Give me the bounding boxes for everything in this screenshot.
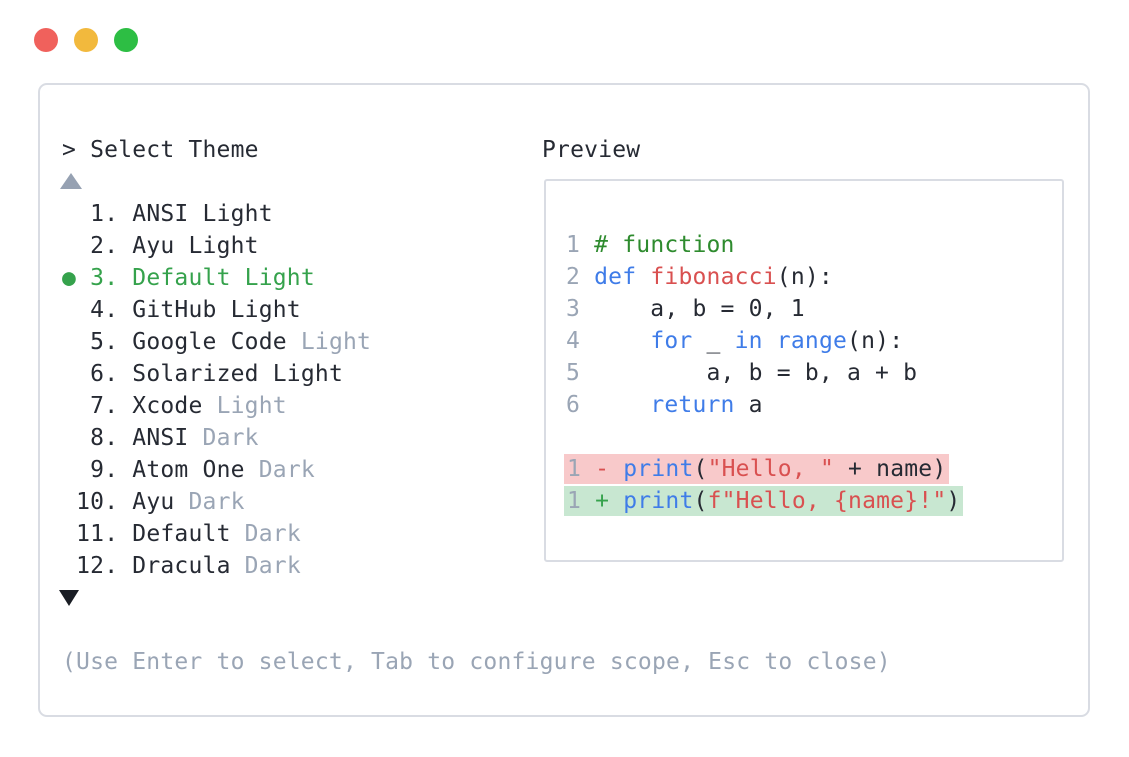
theme-item-7[interactable]: 7. Xcode Light <box>48 393 287 419</box>
theme-variant-label: Dark <box>174 489 245 515</box>
code-line: 6 return a <box>566 392 763 418</box>
theme-variant-label: Dark <box>230 553 301 579</box>
theme-list: 1. ANSI Light 2. Ayu Light ● 3. Default … <box>48 198 371 582</box>
theme-item-8[interactable]: 8. ANSI Dark <box>48 425 259 451</box>
scroll-down-icon[interactable] <box>59 590 79 606</box>
theme-item-2[interactable]: 2. Ayu Light <box>48 233 259 259</box>
maximize-button[interactable] <box>114 28 138 52</box>
theme-item-5[interactable]: 5. Google Code Light <box>48 329 372 355</box>
scroll-up-icon[interactable] <box>60 173 82 189</box>
code-line: 4 for _ in range(n): <box>566 328 904 354</box>
theme-item-9[interactable]: 9. Atom One Dark <box>48 457 315 483</box>
preview-label: Preview <box>542 137 641 163</box>
preview-code: 1 # function 2 def fibonacci(n): 3 a, b = … <box>564 229 964 517</box>
code-line: 5 a, b = b, a + b <box>566 360 918 386</box>
theme-item-10[interactable]: 10. Ayu Dark <box>48 489 245 515</box>
minimize-button[interactable] <box>74 28 98 52</box>
close-button[interactable] <box>34 28 58 52</box>
theme-variant-label: Dark <box>244 457 315 483</box>
theme-item-6[interactable]: 6. Solarized Light <box>48 361 343 387</box>
theme-variant-label: Light <box>202 393 287 419</box>
code-line: 2 def fibonacci(n): <box>566 264 833 290</box>
diff-line-removed: 1 - print("Hello, " + name) <box>564 453 963 485</box>
theme-variant-label: Dark <box>230 521 301 547</box>
theme-item-11[interactable]: 11. Default Dark <box>48 521 301 547</box>
prompt: > Select Theme <box>62 137 259 163</box>
hint-text: (Use Enter to select, Tab to configure s… <box>62 649 891 675</box>
theme-variant-label: Dark <box>188 425 259 451</box>
code-line: 3 a, b = 0, 1 <box>566 296 805 322</box>
code-line: 1 # function <box>566 232 735 258</box>
theme-item-12[interactable]: 12. Dracula Dark <box>48 553 301 579</box>
theme-item-4[interactable]: 4. GitHub Light <box>48 297 301 323</box>
theme-selector-panel: > Select Theme 1. ANSI Light 2. Ayu Ligh… <box>38 83 1090 717</box>
theme-item-1[interactable]: 1. ANSI Light <box>48 201 273 227</box>
preview-box: 1 # function 2 def fibonacci(n): 3 a, b = … <box>544 179 1064 562</box>
theme-variant-label: Light <box>286 329 372 355</box>
code-line <box>566 421 963 453</box>
diff-line-added: 1 + print(f"Hello, {name}!") <box>564 485 964 517</box>
theme-item-3[interactable]: ● 3. Default Light <box>48 265 315 291</box>
